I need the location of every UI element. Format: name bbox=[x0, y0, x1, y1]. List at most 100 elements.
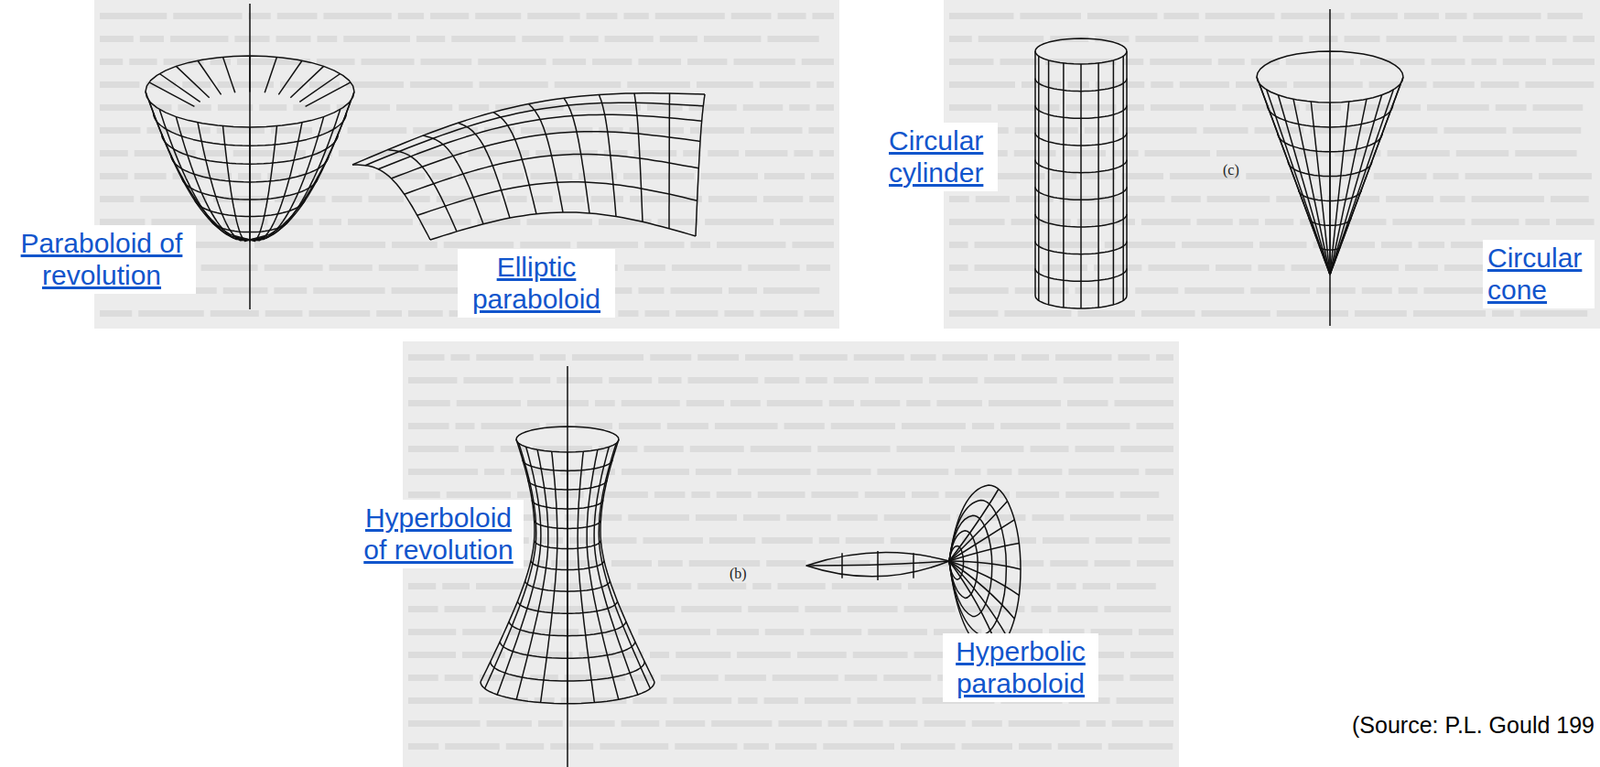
scan-text-row bbox=[527, 218, 593, 226]
scan-text-row bbox=[1067, 400, 1109, 407]
scan-text-row bbox=[463, 377, 513, 384]
scan-text-row bbox=[1204, 35, 1273, 43]
scan-text-row bbox=[1524, 81, 1594, 88]
surface-line bbox=[1266, 89, 1330, 275]
scan-text-row bbox=[1473, 12, 1542, 20]
scan-text-row bbox=[398, 12, 424, 20]
scan-text-row bbox=[464, 445, 495, 453]
scan-text-row bbox=[552, 58, 587, 65]
surface-line bbox=[1329, 101, 1350, 275]
scan-text-row bbox=[864, 491, 906, 498]
scan-text-row bbox=[500, 445, 528, 453]
scan-text-row bbox=[1462, 35, 1503, 43]
scan-text-row bbox=[1404, 12, 1439, 20]
surface-line bbox=[1256, 51, 1404, 103]
scan-text-row bbox=[134, 172, 167, 180]
scan-text-row bbox=[897, 445, 956, 453]
scan-text-row bbox=[707, 150, 739, 157]
scan-text-row bbox=[695, 468, 732, 476]
figure-tag: (c) bbox=[1222, 162, 1240, 179]
scan-text-row bbox=[1068, 468, 1139, 476]
scan-text-row bbox=[576, 241, 638, 249]
scan-text-row bbox=[654, 491, 686, 498]
scan-text-row bbox=[345, 81, 404, 88]
scan-text-row bbox=[845, 537, 885, 544]
surface-line bbox=[365, 102, 703, 166]
scan-text-row bbox=[216, 81, 274, 88]
scan-text-row bbox=[146, 127, 210, 134]
scan-text-row bbox=[736, 651, 791, 659]
scan-text-row bbox=[658, 377, 682, 384]
scan-text-row bbox=[658, 218, 700, 226]
scan-text-row bbox=[1058, 605, 1099, 613]
scan-text-row bbox=[1065, 104, 1116, 111]
scan-text-row bbox=[621, 400, 681, 407]
scan-text-row bbox=[273, 287, 307, 294]
scan-text-row bbox=[983, 377, 1058, 384]
scan-text-row bbox=[924, 720, 966, 727]
surface-line bbox=[841, 552, 844, 578]
scan-text-row bbox=[752, 583, 771, 590]
scan-text-row bbox=[276, 35, 312, 43]
scan-text-row bbox=[1114, 400, 1175, 407]
scan-text-row bbox=[1373, 172, 1428, 180]
scan-text-row bbox=[670, 287, 724, 294]
scan-text-row bbox=[521, 35, 563, 43]
scan-text-row bbox=[759, 310, 798, 317]
scan-text-row bbox=[592, 514, 623, 521]
scan-text-row bbox=[486, 720, 532, 727]
scan-text-row bbox=[1386, 35, 1458, 43]
scan-text-row bbox=[743, 743, 769, 750]
scan-text-row bbox=[210, 310, 260, 317]
scan-text-row bbox=[1383, 127, 1438, 134]
scan-text-row bbox=[847, 605, 898, 613]
scan-text-row bbox=[1017, 468, 1062, 476]
scan-text-row bbox=[172, 12, 242, 20]
scan-text-row bbox=[675, 310, 718, 317]
scan-text-row bbox=[210, 58, 231, 65]
scan-text-row bbox=[854, 720, 884, 727]
scan-text-row bbox=[309, 310, 371, 317]
scan-text-row bbox=[1112, 720, 1144, 727]
scan-text-row bbox=[804, 310, 835, 317]
scan-text-row bbox=[962, 743, 1014, 750]
scan-text-row bbox=[1124, 127, 1197, 134]
scan-text-row bbox=[1118, 354, 1151, 361]
scan-text-row bbox=[475, 354, 534, 361]
scan-text-row bbox=[972, 422, 995, 430]
scan-text-row bbox=[674, 743, 737, 750]
scan-text-row bbox=[591, 195, 624, 203]
scan-text-row bbox=[277, 12, 318, 20]
surface-line bbox=[248, 127, 251, 242]
scan-text-row bbox=[867, 628, 928, 636]
scan-text-row bbox=[745, 150, 788, 157]
surface-line bbox=[404, 154, 700, 195]
scan-text-row bbox=[1207, 195, 1271, 203]
scan-text-row bbox=[961, 445, 1025, 453]
scan-text-row bbox=[695, 514, 737, 521]
scan-text-row bbox=[708, 195, 757, 203]
scan-text-row bbox=[1049, 560, 1088, 567]
scan-text-row bbox=[975, 195, 1010, 203]
scan-text-row bbox=[1146, 514, 1174, 521]
scan-text-row bbox=[686, 400, 725, 407]
scan-text-row bbox=[323, 12, 391, 20]
scan-text-row bbox=[889, 720, 919, 727]
scan-text-row bbox=[527, 12, 580, 20]
scan-text-row bbox=[703, 35, 762, 43]
scan-text-row bbox=[1147, 264, 1210, 271]
scan-text-row bbox=[1197, 218, 1233, 226]
scan-text-row bbox=[455, 422, 476, 430]
surface-line bbox=[1329, 76, 1404, 275]
scan-text-row bbox=[997, 172, 1046, 180]
scan-text-row bbox=[675, 651, 731, 659]
scan-text-row bbox=[890, 537, 957, 544]
scan-text-row bbox=[1433, 81, 1475, 88]
scan-text-row bbox=[728, 287, 757, 294]
scan-text-row bbox=[1104, 241, 1176, 249]
surface-line bbox=[695, 94, 705, 237]
scan-text-row bbox=[1030, 445, 1070, 453]
scan-text-row bbox=[608, 377, 652, 384]
scan-text-row bbox=[248, 12, 271, 20]
scan-text-row bbox=[709, 537, 756, 544]
